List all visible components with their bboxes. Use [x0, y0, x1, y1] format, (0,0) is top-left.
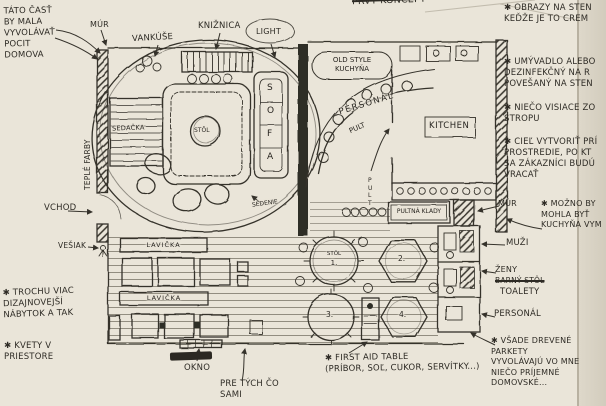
table1-number: 1.	[330, 259, 338, 267]
note-staff-right: PERSONÁL	[494, 309, 541, 319]
parquet-floor	[108, 198, 438, 343]
window	[179, 339, 223, 349]
bench-top	[119, 237, 208, 253]
bookshelf	[181, 51, 253, 73]
cushion-row	[187, 74, 233, 84]
note-men: MUŽI	[506, 238, 529, 248]
note-for-singles: PRE TÝCH ČO SAMI	[220, 379, 279, 400]
table1-label: STÔL	[326, 251, 342, 257]
bench-bottom	[119, 291, 209, 306]
bench-bottom-label: LAVIČKA	[146, 294, 182, 302]
kitchen-counter	[391, 182, 497, 201]
couch-label: SEDAČKA	[111, 123, 145, 133]
pillow-puffs	[135, 55, 162, 73]
note-home-feeling: TÁTO ČASŤ BY MALA VYVOLÁVAŤ POCIT DOMOVA	[3, 5, 56, 61]
old-kitchen-bubble	[311, 51, 393, 80]
note-bar-table-struck: BARNÝ STÔL	[495, 276, 545, 285]
wall-block	[453, 199, 475, 227]
page-edge-shade	[579, 0, 606, 406]
table-row-2	[108, 313, 263, 341]
note-first-aid: ✱ FIRST AID TABLE (PRÍBOR, SOĽ, CUKOR, S…	[324, 351, 480, 375]
coffee-table-label: STÔL	[194, 127, 210, 134]
hex-table-2	[378, 239, 428, 283]
note-sink: ✱ UMÝVADLO ALEBO DEZINFEKČNÝ NA R POVEŠA…	[504, 57, 596, 89]
note-light: LIGHT	[256, 27, 281, 36]
note-kitchen-swap: ✱ MOŽNO BY MOHLA BYŤ KUCHYŇA VYM	[541, 199, 602, 229]
toilets-block	[437, 225, 481, 333]
left-wall-stub	[96, 223, 109, 243]
dining-stools	[295, 237, 439, 293]
sofa-letter-o: O	[267, 106, 275, 116]
note-toilets: TOALETY	[500, 287, 540, 297]
glass-row	[341, 207, 387, 217]
sofa-letter-s: S	[267, 83, 273, 93]
annotation-arrows	[54, 29, 543, 382]
note-goal: ✱ CIEĽ VYTVORIŤ PRÍ PROSTREDIE, PO KT SA…	[504, 137, 598, 180]
table-row-1	[121, 257, 249, 287]
blacked-out-word	[169, 351, 213, 361]
round-table-3	[302, 288, 360, 346]
note-window: OKNO	[184, 363, 211, 373]
kitchen-label-box	[424, 116, 476, 138]
note-wall-right: MÚR	[498, 199, 517, 208]
table4-number: 4.	[399, 310, 407, 319]
note-warm-colors: TEPLÉ FARBY	[83, 139, 92, 190]
round-table-1	[303, 230, 365, 292]
counter-stools	[317, 80, 413, 163]
note-women: ŽENY	[495, 265, 518, 274]
sofa-letter-a: A	[267, 152, 274, 162]
note-parquet: ✱ VŠADE DREVENÉ PARKETY VYVOLÁVAJÚ VO MN…	[491, 336, 580, 387]
note-pictures: ✱ OBRAZY NA STEN KEĎŽE JE TO CREM	[504, 3, 592, 24]
note-bookshelf: KNIŽNICA	[198, 21, 241, 31]
note-flowers: ✱ KVETY V PRIESTORE	[4, 341, 54, 362]
bench-top-label: LAVIČKA	[146, 241, 181, 249]
note-hanging: ✱ NIEČO VISIACE ZO STROPU	[504, 103, 596, 124]
kitchen-appliances	[399, 45, 479, 62]
entrance-door-swing	[96, 192, 122, 225]
counter-stack-label: P U L T	[368, 177, 373, 207]
coffee-table	[189, 115, 221, 147]
note-pillows: VANKÚŠE	[131, 31, 174, 45]
rug	[162, 83, 251, 185]
table2-number: 2.	[398, 254, 406, 263]
old-kitchen-label: OLD STYLE KUCHYŇA	[332, 56, 372, 73]
divider-wall	[298, 44, 308, 236]
left-wall	[96, 49, 109, 194]
table3-number: 3.	[326, 310, 334, 319]
page-edge-line	[577, 0, 579, 406]
right-wall	[495, 39, 508, 233]
first-aid-table	[361, 297, 380, 341]
note-coat-rack: VEŠIAK	[58, 241, 87, 250]
curved-counter	[305, 68, 435, 188]
light-cloud	[245, 18, 295, 44]
counter-box-label: PULTNÁ KLADY	[396, 208, 442, 215]
sofa-letter-f: F	[267, 129, 273, 139]
note-entrance: VCHOD	[44, 203, 77, 213]
kitchen-label: KITCHEN	[429, 121, 470, 131]
armchair-blobs	[136, 153, 230, 212]
counter-box	[387, 201, 451, 224]
note-wall-top-left: MÚR	[90, 20, 109, 29]
coat-rack	[98, 245, 108, 258]
sofa	[253, 71, 289, 179]
hex-table-4	[380, 296, 428, 338]
dining-boundary	[107, 231, 465, 345]
note-designer-furniture: ✱ TROCHU VIAC DIZAJNOVEJŠÍ NÁBYTOK A TAK	[2, 285, 75, 321]
